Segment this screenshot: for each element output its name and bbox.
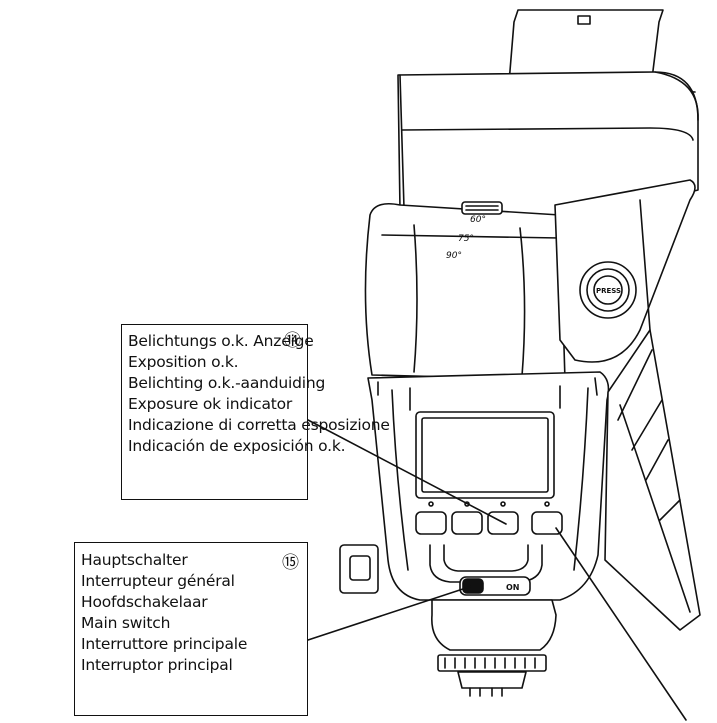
mounting-foot bbox=[431, 599, 557, 697]
leader-line-lcd-button bbox=[555, 527, 687, 721]
usb-port bbox=[339, 544, 379, 594]
angle-label-60: 60° bbox=[470, 215, 486, 225]
head-neck bbox=[364, 202, 566, 381]
callout-number-15: ⑮ bbox=[282, 553, 299, 573]
switch-on-label: ON bbox=[506, 583, 520, 592]
callout-exposure-ok-indicator: ⑭ Belichtungs o.k. Anzeige Exposition o.… bbox=[121, 324, 390, 500]
callout-14-line-en: Exposure ok indicator bbox=[128, 395, 293, 413]
callout-14-line-es: Indicación de exposición o.k. bbox=[128, 437, 346, 455]
leader-lines bbox=[307, 419, 687, 721]
callout-14-line-de: Belichtungs o.k. Anzeige bbox=[128, 332, 314, 350]
callout-number-14: ⑭ bbox=[284, 331, 301, 351]
battery-door bbox=[604, 329, 701, 631]
callout-15-line-de: Hauptschalter bbox=[81, 551, 188, 569]
leader-line-14 bbox=[307, 419, 507, 525]
callout-14-line-it: Indicazione di corretta esposizione bbox=[128, 416, 390, 434]
angle-label-90: 90° bbox=[446, 251, 462, 261]
callout-14-line-fr: Exposition o.k. bbox=[128, 353, 239, 371]
callout-15-line-nl: Hoofdschakelaar bbox=[81, 593, 208, 611]
button-row bbox=[415, 501, 563, 535]
angle-label-75: 75° bbox=[458, 234, 474, 244]
callout-14-line-nl: Belichting o.k.-aanduiding bbox=[128, 374, 326, 392]
callout-15-line-fr: Interrupteur général bbox=[81, 572, 235, 590]
leader-line-15 bbox=[307, 585, 473, 641]
tilt-lock-slider bbox=[461, 201, 503, 215]
press-button-label: PRESS bbox=[596, 287, 621, 295]
callout-15-line-es: Interruptor principal bbox=[81, 656, 233, 674]
flash-body bbox=[367, 371, 610, 601]
callout-15-line-it: Interruttore principale bbox=[81, 635, 248, 653]
tilt-joint bbox=[554, 179, 696, 363]
callout-main-switch: ⑮ Hauptschalter Interrupteur général Hoo… bbox=[74, 542, 308, 716]
callout-15-line-en: Main switch bbox=[81, 614, 171, 632]
